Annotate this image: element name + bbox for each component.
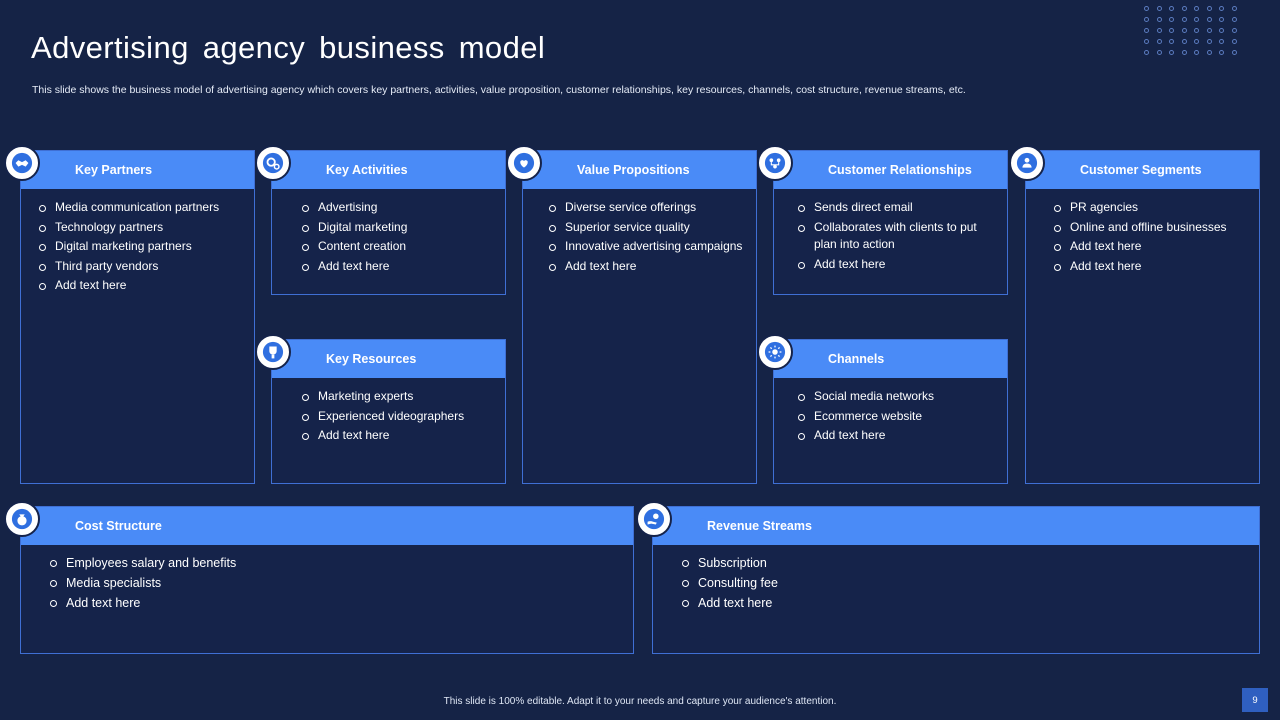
- card-body: Media communication partners Technology …: [21, 189, 254, 309]
- card-title: Customer Relationships: [828, 163, 972, 177]
- card-key-partners[interactable]: Key Partners Media communication partner…: [4, 145, 255, 484]
- gears-icon: [255, 145, 291, 181]
- card-key-activities[interactable]: Key Activities Advertising Digital marke…: [255, 145, 506, 295]
- list-item: Add text here: [33, 277, 246, 295]
- card-header: Key Partners: [4, 145, 254, 189]
- card-header: Revenue Streams: [636, 501, 1259, 545]
- list-item: Add text here: [296, 427, 497, 445]
- page-number: 9: [1242, 688, 1268, 712]
- bullet-list: Sends direct email Collaborates with cli…: [792, 199, 999, 273]
- handshake-icon: [4, 145, 40, 181]
- page-title: Advertising agency business model: [31, 30, 546, 65]
- list-item: Digital marketing partners: [33, 238, 246, 256]
- decorative-dot-grid: [1144, 6, 1244, 61]
- card-header: Channels: [757, 334, 1007, 378]
- list-item: Diverse service offerings: [543, 199, 748, 217]
- card-title: Customer Segments: [1080, 163, 1202, 177]
- bullet-list: Subscription Consulting fee Add text her…: [676, 554, 1251, 612]
- bullet-list: PR agencies Online and offline businesse…: [1048, 199, 1251, 275]
- bullet-list: Social media networks Ecommerce website …: [792, 388, 999, 445]
- people-network-icon: [757, 145, 793, 181]
- bullet-list: Diverse service offerings Superior servi…: [543, 199, 748, 275]
- bullet-list: Advertising Digital marketing Content cr…: [296, 199, 497, 275]
- list-item: Superior service quality: [543, 219, 748, 237]
- list-item: Add text here: [792, 427, 999, 445]
- list-item: Experienced videographers: [296, 408, 497, 426]
- list-item: Social media networks: [792, 388, 999, 406]
- card-body: Advertising Digital marketing Content cr…: [272, 189, 505, 289]
- card-title: Cost Structure: [75, 519, 162, 533]
- list-item: Ecommerce website: [792, 408, 999, 426]
- list-item: PR agencies: [1048, 199, 1251, 217]
- card-body: Sends direct email Collaborates with cli…: [774, 189, 1007, 287]
- footer-note: This slide is 100% editable. Adapt it to…: [443, 696, 837, 707]
- bullet-list: Employees salary and benefits Media spec…: [44, 554, 625, 612]
- list-item: Marketing experts: [296, 388, 497, 406]
- card-title: Revenue Streams: [707, 519, 812, 533]
- list-item: Add text here: [44, 594, 625, 612]
- card-cost-structure[interactable]: Cost Structure Employees salary and bene…: [4, 501, 634, 654]
- card-title: Key Activities: [326, 163, 408, 177]
- card-body: Social media networks Ecommerce website …: [774, 378, 1007, 459]
- list-item: Technology partners: [33, 219, 246, 237]
- card-body: Employees salary and benefits Media spec…: [21, 545, 633, 626]
- card-body: Subscription Consulting fee Add text her…: [653, 545, 1259, 626]
- card-channels[interactable]: Channels Social media networks Ecommerce…: [757, 334, 1008, 484]
- card-header: Key Activities: [255, 145, 505, 189]
- hand-coin-icon: [636, 501, 672, 537]
- bullet-list: Marketing experts Experienced videograph…: [296, 388, 497, 445]
- list-item: Online and offline businesses: [1048, 219, 1251, 237]
- list-item: Subscription: [676, 554, 1251, 572]
- list-item: Content creation: [296, 238, 497, 256]
- list-item: Advertising: [296, 199, 497, 217]
- card-title: Channels: [828, 352, 885, 366]
- card-title: Value Propositions: [577, 163, 690, 177]
- list-item: Media communication partners: [33, 199, 246, 217]
- list-item: Collaborates with clients to put plan in…: [792, 219, 999, 254]
- trophy-hand-icon: [255, 334, 291, 370]
- card-body: PR agencies Online and offline businesse…: [1026, 189, 1259, 289]
- list-item: Add text here: [296, 258, 497, 276]
- list-item: Digital marketing: [296, 219, 497, 237]
- card-key-resources[interactable]: Key Resources Marketing experts Experien…: [255, 334, 506, 484]
- list-item: Innovative advertising campaigns: [543, 238, 748, 256]
- list-item: Sends direct email: [792, 199, 999, 217]
- card-body: Marketing experts Experienced videograph…: [272, 378, 505, 459]
- card-customer-segments[interactable]: Customer Segments PR agencies Online and…: [1009, 145, 1260, 484]
- list-item: Employees salary and benefits: [44, 554, 625, 572]
- list-item: Add text here: [1048, 258, 1251, 276]
- list-item: Add text here: [1048, 238, 1251, 256]
- card-title: Key Partners: [75, 163, 153, 177]
- card-customer-relationships[interactable]: Customer Relationships Sends direct emai…: [757, 145, 1008, 295]
- megaphone-star-icon: [757, 334, 793, 370]
- list-item: Consulting fee: [676, 574, 1251, 592]
- list-item: Add text here: [792, 256, 999, 274]
- card-value-propositions[interactable]: Value Propositions Diverse service offer…: [506, 145, 757, 484]
- card-body: Diverse service offerings Superior servi…: [523, 189, 756, 289]
- card-revenue-streams[interactable]: Revenue Streams Subscription Consulting …: [636, 501, 1260, 654]
- list-item: Media specialists: [44, 574, 625, 592]
- card-header: Key Resources: [255, 334, 505, 378]
- card-title: Key Resources: [326, 352, 417, 366]
- card-header: Value Propositions: [506, 145, 756, 189]
- hand-heart-icon: [506, 145, 542, 181]
- user-group-icon: [1009, 145, 1045, 181]
- list-item: Third party vendors: [33, 258, 246, 276]
- bullet-list: Media communication partners Technology …: [33, 199, 246, 295]
- card-header: Customer Relationships: [757, 145, 1007, 189]
- list-item: Add text here: [543, 258, 748, 276]
- list-item: Add text here: [676, 594, 1251, 612]
- card-header: Cost Structure: [4, 501, 633, 545]
- page-subtitle: This slide shows the business model of a…: [32, 84, 966, 96]
- card-header: Customer Segments: [1009, 145, 1259, 189]
- money-bag-icon: [4, 501, 40, 537]
